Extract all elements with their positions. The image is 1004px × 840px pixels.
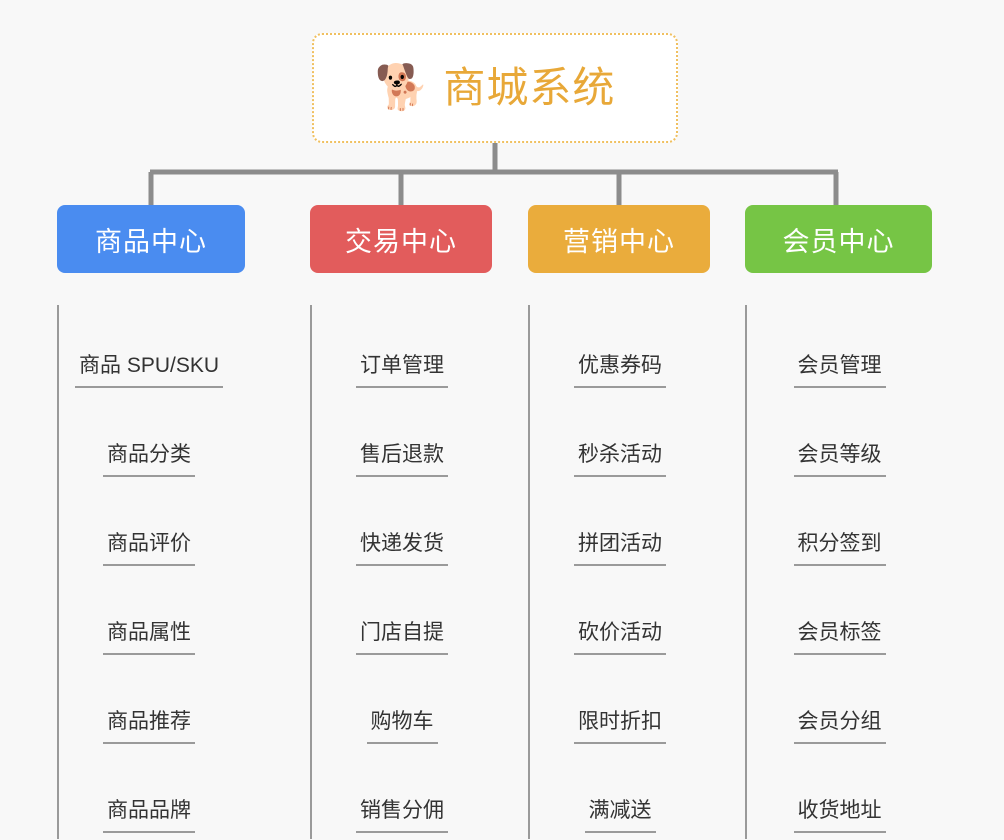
leaf-label: 销售分佣 xyxy=(356,798,448,833)
list-item[interactable]: 销售分佣 xyxy=(312,750,492,839)
list-item[interactable]: 商品评价 xyxy=(59,483,245,572)
leaf-label: 会员管理 xyxy=(793,353,886,388)
list-item[interactable]: 会员标签 xyxy=(747,572,932,661)
list-item[interactable]: 拼团活动 xyxy=(530,483,710,572)
leaf-label: 售后退款 xyxy=(356,442,448,477)
leaf-label: 商品 SPU/SKU xyxy=(74,353,224,388)
leaf-label: 购物车 xyxy=(366,709,438,744)
list-item[interactable]: 快递发货 xyxy=(312,483,492,572)
list-item[interactable]: 门店自提 xyxy=(312,572,492,661)
leaf-label: 秒杀活动 xyxy=(574,442,666,477)
list-item[interactable]: 商品分类 xyxy=(59,394,245,483)
list-item[interactable]: 商品属性 xyxy=(59,572,245,661)
leaf-label: 拼团活动 xyxy=(574,531,666,566)
leaf-label: 商品分类 xyxy=(103,442,195,477)
leaf-list-marketing-center: 优惠券码 秒杀活动 拼团活动 砍价活动 限时折扣 满减送 xyxy=(528,305,710,839)
leaf-label: 商品属性 xyxy=(103,620,195,655)
list-item[interactable]: 会员管理 xyxy=(747,305,932,394)
leaf-label: 快递发货 xyxy=(356,531,448,566)
list-item[interactable]: 商品推荐 xyxy=(59,661,245,750)
list-item[interactable]: 积分签到 xyxy=(747,483,932,572)
leaf-label: 门店自提 xyxy=(356,620,448,655)
list-item[interactable]: 收货地址 xyxy=(747,750,932,839)
list-item[interactable]: 砍价活动 xyxy=(530,572,710,661)
leaf-label: 商品推荐 xyxy=(103,709,195,744)
category-marketing-center[interactable]: 营销中心 xyxy=(528,205,710,273)
leaf-label: 积分签到 xyxy=(793,531,886,566)
list-item[interactable]: 售后退款 xyxy=(312,394,492,483)
list-item[interactable]: 会员等级 xyxy=(747,394,932,483)
leaf-label: 会员等级 xyxy=(793,442,886,477)
category-member-center[interactable]: 会员中心 xyxy=(745,205,932,273)
list-item[interactable]: 限时折扣 xyxy=(530,661,710,750)
category-label: 会员中心 xyxy=(782,226,895,257)
leaf-list-member-center: 会员管理 会员等级 积分签到 会员标签 会员分组 收货地址 xyxy=(745,305,932,839)
leaf-label: 优惠券码 xyxy=(574,353,666,388)
leaf-label: 商品品牌 xyxy=(103,798,195,833)
list-item[interactable]: 商品 SPU/SKU xyxy=(59,305,245,394)
list-item[interactable]: 购物车 xyxy=(312,661,492,750)
category-columns: 商品中心 商品 SPU/SKU 商品分类 商品评价 商品属性 商品推荐 xyxy=(0,205,1004,839)
list-item[interactable]: 订单管理 xyxy=(312,305,492,394)
category-label: 营销中心 xyxy=(563,226,675,257)
shiba-dog-face-icon: 🐕 xyxy=(374,63,430,112)
list-item[interactable]: 秒杀活动 xyxy=(530,394,710,483)
root-node[interactable]: 🐕 商城系统 xyxy=(312,33,678,143)
root-title: 商城系统 xyxy=(443,64,616,111)
category-product-center[interactable]: 商品中心 xyxy=(57,205,245,273)
leaf-label: 限时折扣 xyxy=(574,709,666,744)
leaf-label: 会员标签 xyxy=(793,620,886,655)
list-item[interactable]: 会员分组 xyxy=(747,661,932,750)
leaf-label: 商品评价 xyxy=(103,531,195,566)
leaf-label: 砍价活动 xyxy=(574,620,666,655)
category-label: 交易中心 xyxy=(345,226,457,257)
column-trade-center: 交易中心 订单管理 售后退款 快递发货 门店自提 购物车 xyxy=(310,205,492,839)
column-marketing-center: 营销中心 优惠券码 秒杀活动 拼团活动 砍价活动 限时折扣 xyxy=(528,205,710,839)
leaf-label: 会员分组 xyxy=(793,709,886,744)
column-product-center: 商品中心 商品 SPU/SKU 商品分类 商品评价 商品属性 商品推荐 xyxy=(57,205,245,839)
leaf-label: 收货地址 xyxy=(793,798,886,833)
category-trade-center[interactable]: 交易中心 xyxy=(310,205,492,273)
list-item[interactable]: 满减送 xyxy=(530,750,710,839)
leaf-list-trade-center: 订单管理 售后退款 快递发货 门店自提 购物车 销售分佣 xyxy=(310,305,492,839)
column-member-center: 会员中心 会员管理 会员等级 积分签到 会员标签 会员分组 xyxy=(745,205,932,839)
list-item[interactable]: 优惠券码 xyxy=(530,305,710,394)
category-label: 商品中心 xyxy=(95,226,207,257)
leaf-label: 满减送 xyxy=(584,798,656,833)
leaf-list-product-center: 商品 SPU/SKU 商品分类 商品评价 商品属性 商品推荐 商品品牌 xyxy=(57,305,245,839)
list-item[interactable]: 商品品牌 xyxy=(59,750,245,839)
leaf-label: 订单管理 xyxy=(356,353,448,388)
